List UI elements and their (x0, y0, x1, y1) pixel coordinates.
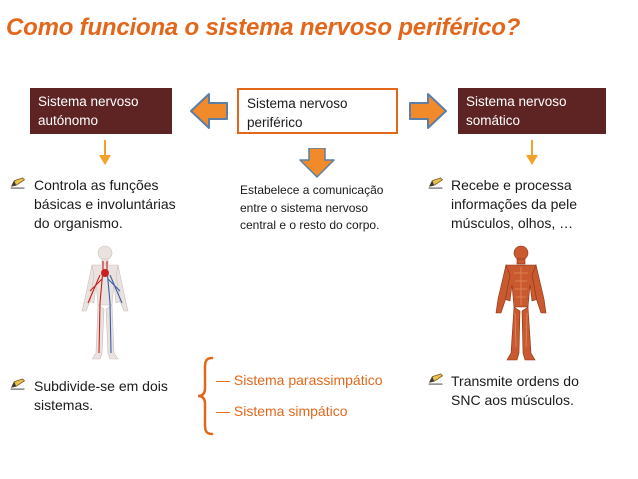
pencil-icon (10, 378, 25, 390)
subsystem-sympathetic: — Sistema simpático (216, 403, 348, 419)
down-arrow-right-icon (526, 140, 538, 165)
pencil-icon (10, 177, 25, 189)
right-bullet-transmits: Transmite ordens do SNC aos músculos. (451, 373, 579, 408)
left-bullet-controls: Controla as funções básicas e involuntár… (34, 177, 176, 231)
muscular-system-figure (495, 245, 547, 361)
page-title: Como funciona o sistema nervoso periféri… (6, 14, 521, 41)
circulatory-system-figure (81, 245, 129, 360)
pencil-icon (428, 177, 443, 189)
box-peripheral-system: Sistema nervoso periférico (237, 88, 398, 134)
box-somatic-system: Sistema nervoso somático (458, 88, 606, 134)
center-description: Estabelece a comunicação entre o sistema… (240, 183, 384, 232)
subsystem-parasympathetic: — Sistema parassimpático (216, 372, 383, 388)
pencil-icon (428, 373, 443, 385)
left-bullet-subdivides: Subdivide-se em dois sistemas. (34, 378, 168, 413)
box-autonomic-system: Sistema nervoso autónomo (30, 88, 172, 134)
curly-brace-icon (197, 356, 214, 436)
down-arrow-center-icon (299, 148, 335, 178)
right-arrow-icon (409, 93, 447, 129)
down-arrow-left-icon (99, 140, 111, 165)
left-arrow-icon (190, 93, 228, 129)
right-bullet-receives: Recebe e processa informações da pele mú… (451, 177, 578, 231)
